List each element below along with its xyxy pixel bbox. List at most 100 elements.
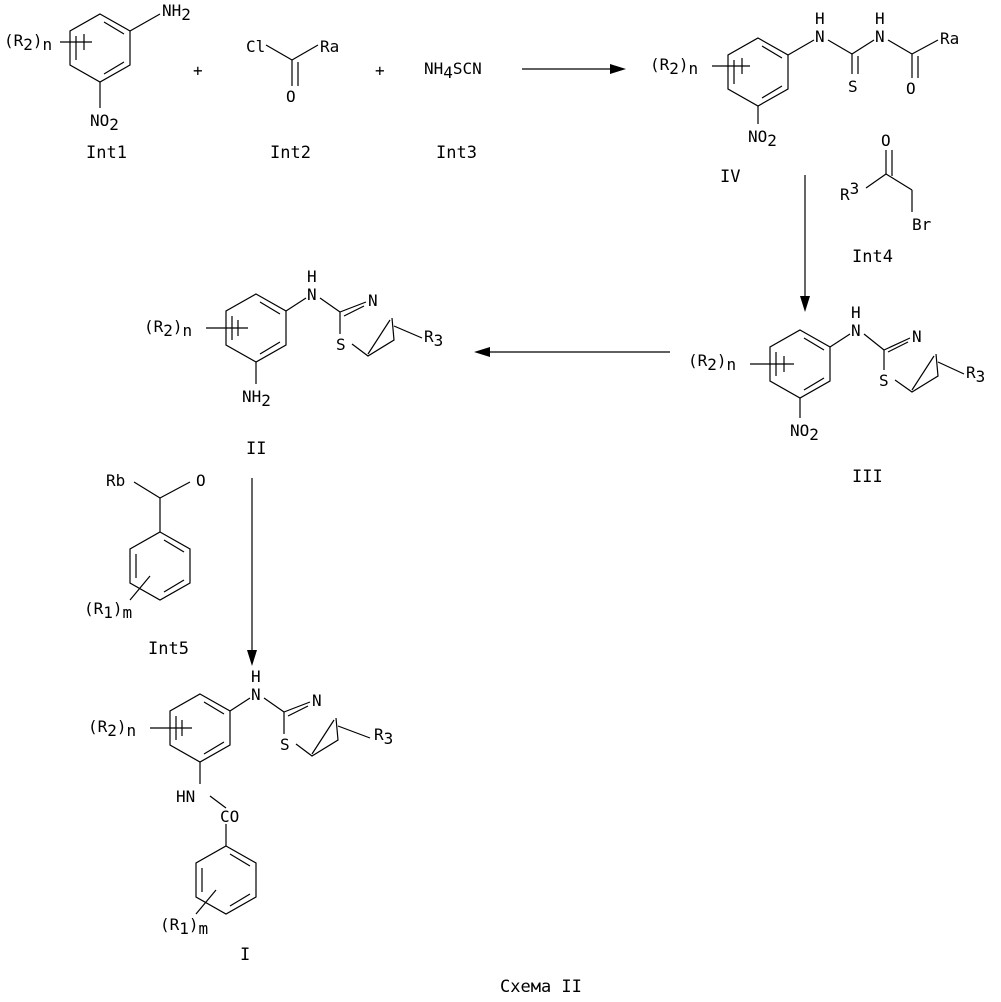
compound-iii: (R2)n H N N S R3 NO2 III xyxy=(688,303,985,487)
iv-bond-n2-c xyxy=(887,39,913,55)
i-h: H xyxy=(251,667,261,686)
compound-int5: Rb O (R1)m Int5 xyxy=(84,471,206,659)
int5-bond-r1 xyxy=(129,575,151,601)
int5-benzene-ring xyxy=(129,531,191,601)
iii-nitro: NO2 xyxy=(790,421,819,444)
int1-label: Int1 xyxy=(86,143,127,163)
int5-label: Int5 xyxy=(148,639,189,659)
ii-amine: NH2 xyxy=(242,387,271,410)
arrow-to-iii xyxy=(800,175,810,312)
ii-s: S xyxy=(336,335,346,354)
compound-ii: (R2)n H N N S R3 NH2 II xyxy=(144,267,443,459)
int2-ra: Ra xyxy=(320,37,339,56)
compound-iv: (R2)n H N H N S O Ra NO2 IV xyxy=(650,9,959,187)
iii-r3: R3 xyxy=(966,363,985,386)
int3-formula: NH4SCN xyxy=(424,59,482,82)
i-r2: (R2)n xyxy=(88,717,136,740)
i-n: N xyxy=(251,685,261,704)
iv-bond-n1-c xyxy=(827,39,853,55)
iv-bond-ra xyxy=(911,39,939,55)
int2-bond-ra xyxy=(291,44,319,61)
iii-n-ring: N xyxy=(912,327,922,346)
int1-amine: NH2 xyxy=(162,1,191,24)
i-r3: R3 xyxy=(374,725,393,748)
i-thiazole-ring xyxy=(283,701,339,757)
compound-int2: Cl Ra O Int2 xyxy=(246,37,339,163)
iv-o: O xyxy=(906,79,916,98)
iii-bond-thiazole-double xyxy=(887,341,909,353)
int3-label: Int3 xyxy=(436,143,477,163)
int4-label: Int4 xyxy=(852,247,893,267)
i-aryl-ring xyxy=(195,845,257,915)
iii-n: N xyxy=(851,321,861,340)
ii-bond-thiazole-double xyxy=(343,305,365,317)
int2-o: O xyxy=(286,87,296,106)
i-bond-nh xyxy=(229,697,251,712)
int1-r2: (R2)n xyxy=(4,31,52,54)
ii-n-ring: N xyxy=(368,291,378,310)
iii-s: S xyxy=(879,371,889,390)
int5-bond-o xyxy=(159,481,191,499)
iv-h2: H xyxy=(875,9,885,28)
iii-bond-r3 xyxy=(937,361,965,375)
ii-label: II xyxy=(246,439,266,459)
i-co: CO xyxy=(220,807,239,826)
int4-br: Br xyxy=(912,215,932,234)
iv-ra: Ra xyxy=(940,29,959,48)
iv-nitro: NO2 xyxy=(748,127,777,150)
iv-r2: (R2)n xyxy=(650,55,698,78)
int4-r3: R3 xyxy=(840,179,859,204)
arrow-to-iv xyxy=(522,64,626,74)
iv-h1: H xyxy=(815,9,825,28)
compound-int4: O R3 Br Int4 xyxy=(840,131,932,267)
iii-r2: (R2)n xyxy=(688,351,736,374)
iii-h: H xyxy=(851,303,861,322)
iv-bond-c-n2 xyxy=(851,39,875,55)
i-hn: HN xyxy=(176,787,195,806)
scheme-caption: Схема II xyxy=(500,977,582,997)
ii-r3: R3 xyxy=(424,327,443,350)
int4-o: O xyxy=(881,131,891,150)
iii-thiazole-ring xyxy=(883,337,939,393)
int2-bond-cl xyxy=(265,44,293,61)
iv-bond-n1 xyxy=(787,39,815,56)
ii-bond-nh-c xyxy=(319,297,341,313)
int5-rb: Rb xyxy=(106,471,125,490)
int5-bond-rb xyxy=(133,481,161,499)
int5-o: O xyxy=(196,471,206,490)
iv-n1: N xyxy=(815,27,825,46)
ii-thiazole-ring xyxy=(339,301,395,357)
i-s: S xyxy=(280,735,290,754)
int4-bond-r3 xyxy=(865,173,887,189)
int1-bond-amine xyxy=(129,13,161,32)
int5-r1: (R1)m xyxy=(84,599,132,622)
i-bond-thiazole-double xyxy=(287,705,309,717)
i-bond-hn-c xyxy=(209,795,227,809)
int4-bond-ch2 xyxy=(885,173,913,191)
ii-r2: (R2)n xyxy=(144,317,192,340)
ii-bond-r3 xyxy=(393,325,423,339)
iii-bond-nh-c xyxy=(863,333,885,351)
compound-int3: NH4SCN Int3 xyxy=(424,59,482,163)
int1-nitro: NO2 xyxy=(90,111,119,134)
iv-n2: N xyxy=(875,27,885,46)
iii-label: III xyxy=(852,467,883,487)
arrow-to-i xyxy=(247,478,257,666)
i-label: I xyxy=(240,945,250,965)
iii-bond-nh xyxy=(829,333,851,348)
ii-h: H xyxy=(307,267,317,286)
iv-s: S xyxy=(848,77,858,96)
ii-bond-nh xyxy=(285,297,307,312)
compound-i: (R2)n H N N S R3 HN CO (R1)m I xyxy=(88,667,393,965)
ii-n: N xyxy=(307,285,317,304)
int2-cl: Cl xyxy=(246,37,265,56)
int1-benzene-ring xyxy=(69,13,131,83)
plus-sign-2: + xyxy=(375,61,385,80)
i-n-ring: N xyxy=(312,691,322,710)
arrow-to-ii xyxy=(474,347,670,357)
iv-benzene-ring xyxy=(727,37,789,107)
compound-int1: NH2 NO2 (R2)n Int1 xyxy=(4,1,191,163)
i-bond-r1 xyxy=(195,889,217,915)
int2-label: Int2 xyxy=(270,143,311,163)
